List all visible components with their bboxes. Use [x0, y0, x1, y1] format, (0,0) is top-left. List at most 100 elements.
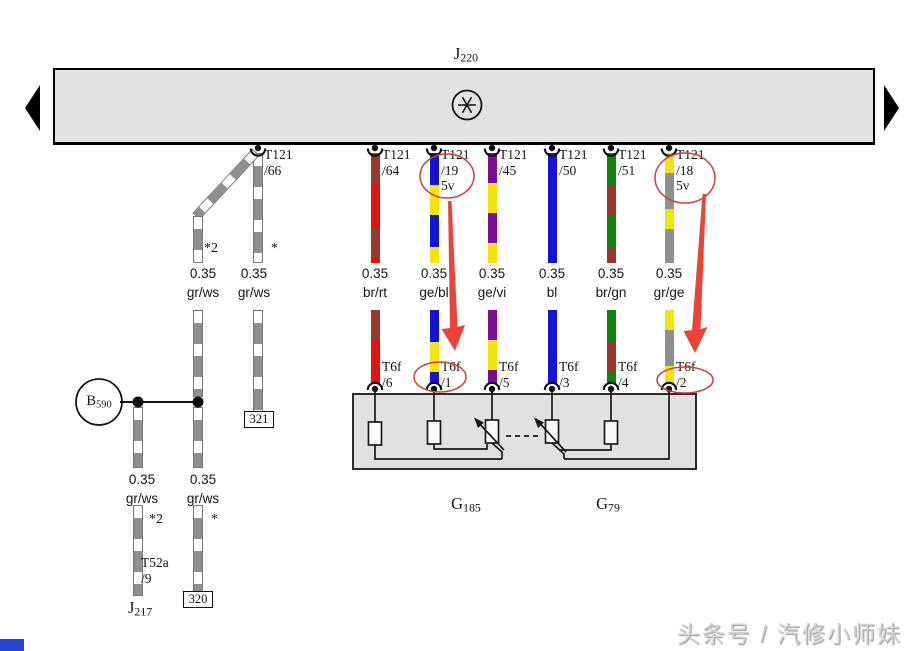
connector-t121-45-label: T121/45 [499, 147, 528, 178]
wire-bl-seg1 [547, 153, 557, 263]
wire-gevi-seg1 [487, 153, 497, 263]
t121-voltage: 5v [441, 178, 455, 193]
t6f-pin: /1 [441, 374, 452, 390]
connector-t121-64-label: T121/64 [382, 147, 411, 178]
connector-t6f-3-label: T6f/3 [559, 359, 579, 390]
g185-main: G [451, 494, 464, 513]
b590-main: B [86, 393, 96, 409]
ground-box-320: 320 [183, 591, 213, 608]
t121-pin: /51 [618, 162, 636, 178]
connector-t6f-6-label: T6f/6 [382, 359, 402, 390]
wire-grge-seg2 [664, 310, 674, 384]
wire-gevi-seg2 [487, 310, 497, 384]
wire-brgn-seg2 [606, 310, 616, 384]
left-edge-arrow-icon [25, 85, 40, 131]
watermark-text: 头条号 / 汽修小师妹 [676, 621, 902, 647]
relay-j217-label: J217 [128, 598, 152, 620]
t6f-name: T6f [559, 359, 579, 374]
t121-name: T121 [559, 147, 588, 162]
wire-grge-seg1 [664, 153, 674, 263]
t121-66-pin: /66 [264, 162, 282, 178]
wire-bl-seg2 [547, 310, 557, 384]
t121-name: T121 [499, 147, 528, 162]
g185-sub: 185 [463, 500, 481, 515]
spec-code: gr/ws [237, 285, 271, 300]
t52a-pin: /9 [141, 570, 152, 586]
right-edge-arrow-icon [884, 85, 899, 131]
wire-grws-lower-right-seg2 [193, 505, 203, 592]
spec-code: gr/ge [653, 285, 685, 300]
t121-voltage: 5v [676, 178, 690, 193]
wire-gebl-seg1 [429, 153, 439, 263]
t6f-name: T6f [499, 359, 519, 374]
spec-code: gr/ws [186, 285, 220, 300]
spec-size: 0.35 [420, 266, 448, 281]
g79-sub: 79 [608, 500, 620, 515]
connector-t121-51-label: T121/51 [618, 147, 647, 178]
t121-pin: /45 [499, 162, 517, 178]
t6f-name: T6f [618, 359, 638, 374]
sensor-g79-label: G79 [578, 494, 638, 516]
corner-blue-mark [0, 639, 24, 651]
spec-code: br/gn [595, 285, 627, 300]
t121-name: T121 [618, 147, 647, 162]
spec-size: 0.35 [189, 266, 217, 281]
spec-wire-2: 0.35 ge/bl [404, 264, 464, 302]
t6f-pin: /4 [618, 374, 629, 390]
wire-grws-lower-left-seg1 [133, 407, 143, 468]
connector-t121-66-label: T121/66 [264, 147, 293, 178]
spec-size: 0.35 [538, 266, 566, 281]
star-upper-left: *2 [204, 241, 218, 256]
wire-grws-right-upper-seg2 [253, 310, 263, 412]
connector-t6f-4-label: T6f/4 [618, 359, 638, 390]
t6f-name: T6f [676, 359, 696, 374]
t6f-name: T6f [441, 359, 461, 374]
spec-size: 0.35 [189, 472, 217, 487]
t52a-name: T52a [141, 555, 169, 570]
t121-pin: /50 [559, 162, 577, 178]
star-upper-right: * [271, 241, 278, 256]
wire-grws-diagonal [192, 148, 260, 220]
spec-upper-left: 0.35 gr/ws [173, 264, 233, 302]
spec-code: bl [546, 285, 558, 300]
ecu-label-sub: 220 [460, 50, 479, 65]
spec-size: 0.35 [361, 266, 389, 281]
wire-grws-right-upper-seg1 [253, 153, 263, 263]
sensor-b590-label: B590 [76, 393, 122, 413]
wire-brrt-seg2 [370, 310, 380, 384]
t121-name: T121 [441, 147, 470, 162]
t6f-pin: /6 [382, 374, 393, 390]
connector-t52a-label: T52a/9 [141, 555, 169, 586]
wire-gebl-seg2 [429, 310, 439, 384]
t121-pin: /18 [676, 162, 694, 178]
t121-name: T121 [382, 147, 411, 162]
sensor-component-box [352, 393, 697, 470]
spec-code: br/rt [362, 285, 387, 300]
wire-grws-left-upper-seg2 [193, 310, 203, 397]
spec-code: gr/ws [125, 491, 159, 506]
star-lower-right: * [211, 512, 218, 527]
ecu-label-main: J [453, 44, 461, 63]
j217-sub: 217 [134, 604, 153, 619]
connector-t6f-1-label: T6f/1 [441, 359, 461, 390]
sensor-g185-label: G185 [436, 494, 496, 516]
spec-code: gr/ws [186, 491, 220, 506]
spec-code: ge/bl [419, 285, 449, 300]
wire-grws-left-upper-seg1 [193, 216, 203, 263]
g79-main: G [596, 494, 609, 513]
b590-sub: 590 [96, 399, 112, 411]
t121-66-name: T121 [264, 147, 293, 162]
ground-box-321: 321 [244, 411, 274, 428]
t121-name: T121 [676, 147, 705, 162]
t121-pin: /19 [441, 162, 459, 178]
spec-wire-4: 0.35 bl [522, 264, 582, 302]
connector-t6f-5-label: T6f/5 [499, 359, 519, 390]
spec-size: 0.35 [597, 266, 625, 281]
wire-grws-lower-left-seg2 [133, 505, 143, 596]
